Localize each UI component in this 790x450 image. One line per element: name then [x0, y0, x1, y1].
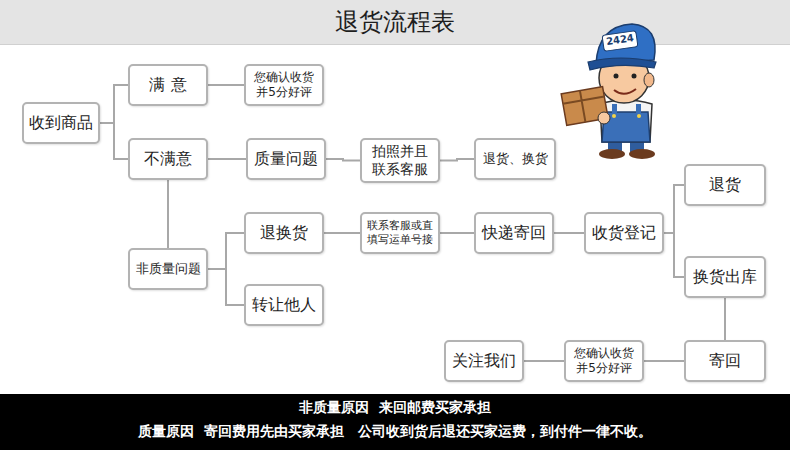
process-box: 不满意: [128, 138, 208, 180]
process-box: 退换货: [244, 212, 324, 254]
cap-brim: [588, 58, 656, 70]
process-box: 退货: [684, 164, 766, 206]
mouth: [614, 89, 636, 94]
process-box: 联系客服或直 填写运单号接: [360, 212, 440, 254]
box-text: 满 意: [149, 75, 186, 95]
box-text: 退货: [709, 175, 741, 195]
shoe: [599, 149, 625, 159]
hand: [598, 112, 610, 124]
flow-connector: [208, 269, 244, 305]
process-box: 关注我们: [444, 340, 524, 382]
process-box: 快递寄回: [474, 212, 554, 254]
shoe: [629, 149, 655, 159]
flow-connector: [554, 232, 584, 234]
footer-note: 非质量原因 来回邮费买家承担: [0, 399, 790, 417]
flow-connector: [524, 360, 564, 362]
eye: [614, 74, 619, 79]
box-text: 质量问题: [254, 149, 318, 169]
flow-connector: [208, 158, 246, 160]
process-box: 收货登记: [584, 212, 664, 254]
strap: [612, 104, 617, 114]
box-text: 拍照并且 联系客服: [366, 143, 434, 178]
process-box: 退货、换货: [474, 138, 556, 180]
box-text: 转让他人: [252, 295, 316, 315]
flow-connector: [644, 360, 684, 362]
process-box: 收到商品: [22, 102, 100, 144]
flow-connector: [208, 233, 244, 269]
flow-connector: [100, 85, 128, 123]
box-text: 换货出库: [693, 267, 757, 287]
box-text: 退换货: [260, 223, 308, 243]
flow-connector: [664, 233, 684, 277]
flow-connector: [326, 159, 360, 161]
process-box: 拍照并且 联系客服: [360, 138, 440, 183]
process-box: 非质量问题: [128, 248, 208, 290]
process-box: 换货出库: [684, 256, 766, 298]
box-text: 联系客服或直 填写运单号接: [366, 219, 434, 247]
flow-connector: [440, 159, 474, 161]
eye: [632, 74, 637, 79]
flow-connector: [724, 298, 726, 340]
box-text: 非质量问题: [136, 261, 201, 277]
box-text: 您确认收货 并5分好评: [570, 346, 638, 376]
flow-connector: [440, 232, 474, 234]
process-box: 满 意: [128, 64, 208, 106]
page-title: 退货流程表: [0, 6, 790, 38]
strap: [636, 104, 641, 114]
flow-connector: [664, 185, 684, 233]
flow-connector: [324, 232, 360, 234]
process-box: 寄回: [684, 340, 766, 382]
box-text: 退货、换货: [483, 151, 548, 167]
footer-note: 质量原因 寄回费用先由买家承担 公司收到货后退还买家运费，到付件一律不收。: [0, 423, 790, 441]
button: [637, 114, 641, 118]
process-box: 您确认收货 并5分好评: [564, 340, 644, 382]
box-text: 不满意: [144, 149, 192, 169]
box-text: 快递寄回: [482, 223, 546, 243]
box-text: 您确认收货 并5分好评: [250, 70, 318, 100]
process-box: 您确认收货 并5分好评: [244, 64, 324, 106]
button: [612, 114, 616, 118]
ear: [644, 73, 654, 87]
box-text: 关注我们: [452, 351, 516, 371]
process-box: 转让他人: [244, 284, 324, 326]
box-text: 寄回: [709, 351, 741, 371]
process-box: 质量问题: [246, 138, 326, 180]
flow-connector: [167, 180, 169, 248]
box-text: 收货登记: [592, 223, 656, 243]
flow-connector: [208, 84, 244, 86]
box-text: 收到商品: [29, 113, 93, 133]
flow-connector: [100, 123, 128, 159]
